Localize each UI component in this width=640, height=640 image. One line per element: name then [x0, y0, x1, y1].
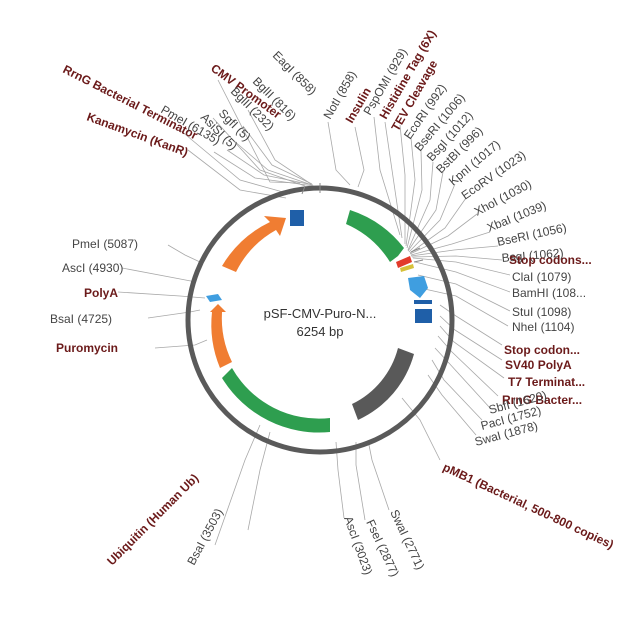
label-24: Stop codons...: [509, 253, 592, 267]
label-26: BamHI (108...: [512, 286, 586, 300]
label-43: BsaI (4725): [50, 312, 112, 326]
site-ticks: [301, 183, 424, 263]
label-32: RrnG Bacter...: [502, 393, 582, 407]
cmv-promoter-arc: [346, 210, 404, 262]
label-25: ClaI (1079): [512, 270, 571, 284]
his-tag-marker: [396, 256, 412, 268]
label-46: PmeI (5087): [72, 237, 138, 251]
ubiquitin-arc: [222, 368, 330, 433]
label-44: PolyA: [84, 286, 118, 300]
insulin-arrow: [408, 276, 428, 298]
stop-codon-box: [414, 300, 432, 304]
label-27: StuI (1098): [512, 305, 571, 319]
label-30: SV40 PolyA: [505, 358, 572, 372]
label-36: pMB1 (Bacterial, 500-800 copies): [441, 460, 616, 552]
plasmid-size: 6254 bp: [297, 324, 344, 339]
polya-arrow: [206, 294, 222, 302]
label-40: BsaI (3503): [184, 506, 225, 567]
label-41: Ubiquitin (Human Ub): [104, 471, 201, 568]
sv40-polya-box: [415, 309, 432, 323]
label-29: Stop codon...: [504, 343, 580, 357]
pmb1-origin-arc: [352, 348, 414, 420]
label-23: BsgI (1062): [501, 246, 564, 265]
label-2: EagI (858): [270, 48, 320, 98]
rrng-terminator-box: [290, 210, 304, 226]
label-45: AscI (4930): [62, 261, 123, 275]
label-42: Puromycin: [56, 341, 118, 355]
label-31: T7 Terminat...: [508, 375, 585, 389]
label-28: NheI (1104): [512, 320, 574, 334]
puromycin-arrow: [210, 304, 232, 368]
tev-marker: [400, 264, 414, 272]
plasmid-name: pSF-CMV-Puro-N...: [264, 306, 377, 321]
kanamycin-arrow: [222, 216, 286, 272]
